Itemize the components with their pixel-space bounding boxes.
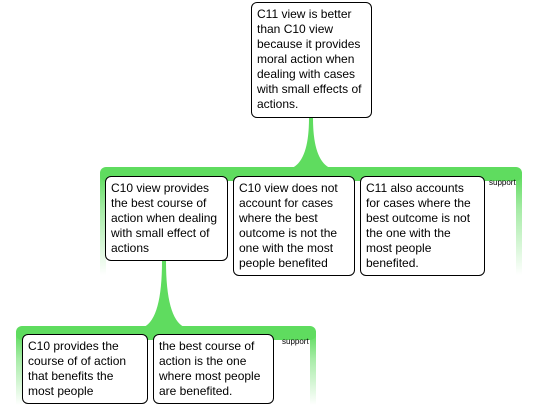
support-fade-level1-left [100,175,106,275]
claim-text-root: C11 view is better than C10 view because… [257,7,362,111]
support-label-level1: support [489,178,516,187]
premise-box-level1-1[interactable]: C10 view provides the best course of act… [105,176,228,261]
premise-text-level1-3: C11 also accounts for cases where the be… [366,181,471,270]
support-fade-level1-right [516,175,522,275]
premise-text-level2-1: C10 provides the course of of action tha… [28,339,127,398]
premise-text-level2-2: the best course of action is the one whe… [159,339,261,398]
connector-level1-to-level2 [144,261,184,327]
premise-box-level1-2[interactable]: C10 view does not account for cases wher… [233,176,355,276]
premise-box-level2-1[interactable]: C10 provides the course of of action tha… [22,334,148,404]
support-label-level2: support [282,337,309,346]
support-fade-level2-left [16,334,22,405]
premise-text-level1-2: C10 view does not account for cases wher… [239,181,338,270]
claim-box-root[interactable]: C11 view is better than C10 view because… [251,2,372,118]
premise-box-level1-3[interactable]: C11 also accounts for cases where the be… [360,176,485,276]
support-fade-level2-right [310,334,316,405]
premise-text-level1-1: C10 view provides the best course of act… [111,181,218,255]
connector-root-to-level1 [292,118,330,168]
premise-box-level2-2[interactable]: the best course of action is the one whe… [153,334,274,404]
